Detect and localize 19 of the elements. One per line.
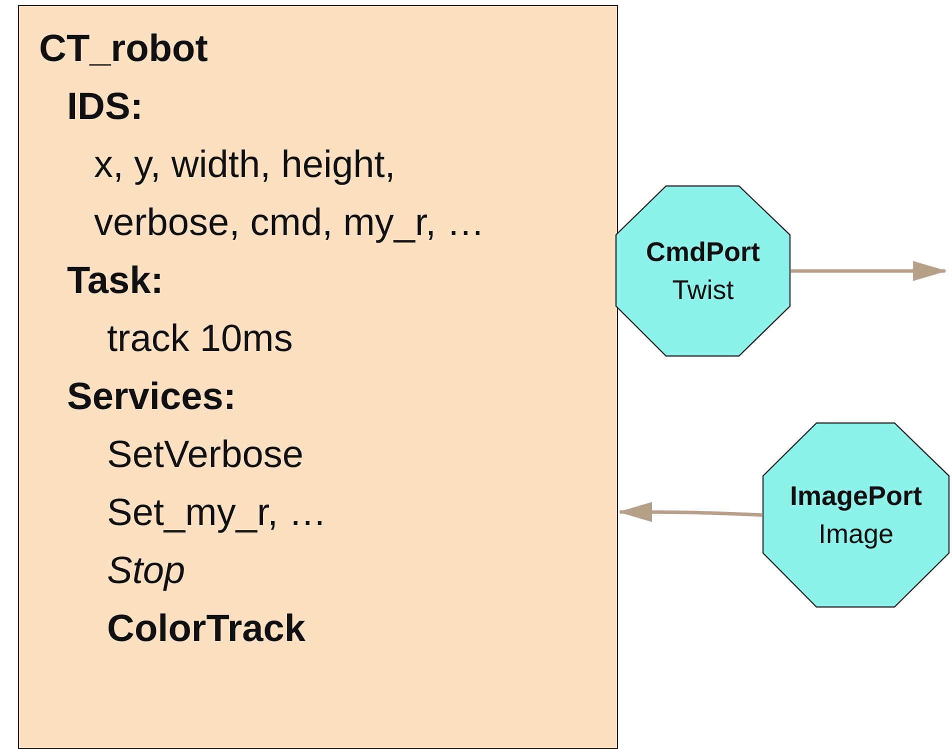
class-name: CT_robot — [39, 27, 208, 72]
port-octagon — [615, 185, 791, 357]
arrow — [791, 261, 947, 281]
section-heading: IDS: — [67, 85, 143, 130]
attribute-list: x, y, width, height, verbose, cmd, my_r, … — [94, 136, 494, 252]
port-octagon — [762, 422, 950, 608]
service-entry: Set_my_r, … — [107, 491, 327, 536]
service-entry: Stop — [107, 549, 186, 594]
task-entry: track 10ms — [107, 317, 293, 362]
message-type: Image — [818, 518, 894, 551]
service-entry: SetVerbose — [107, 433, 304, 478]
port-name: CmdPort — [646, 236, 760, 269]
port-name: ImagePort — [790, 480, 922, 513]
message-type: Twist — [672, 274, 734, 307]
arrow — [618, 502, 762, 522]
section-heading: Services: — [67, 375, 236, 420]
section-heading: Task: — [67, 259, 164, 304]
service-entry: ColorTrack — [107, 607, 306, 652]
class-box — [18, 5, 618, 749]
